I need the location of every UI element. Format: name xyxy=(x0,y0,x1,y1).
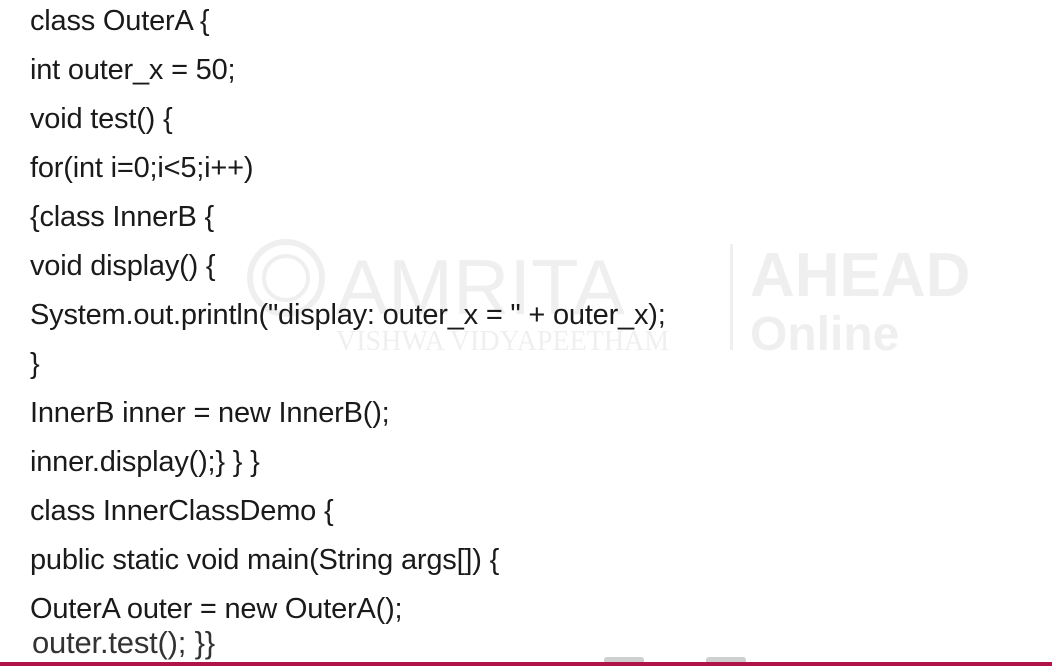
bottom-tab-marker xyxy=(604,657,644,662)
bottom-tab-marker xyxy=(706,657,746,662)
code-line: outer.test(); }} xyxy=(32,625,215,660)
code-line: void test() { xyxy=(30,103,173,135)
watermark-online: Online xyxy=(750,308,899,361)
watermark-ahead: AHEAD xyxy=(750,241,970,310)
code-line: InnerB inner = new InnerB(); xyxy=(30,397,390,429)
watermark-divider xyxy=(730,244,733,350)
code-line: OuterA outer = new OuterA(); xyxy=(30,593,403,625)
code-line: int outer_x = 50; xyxy=(30,54,236,86)
code-line: {class InnerB { xyxy=(30,201,214,233)
bottom-accent-bar xyxy=(0,662,1052,666)
code-line: System.out.println("display: outer_x = "… xyxy=(30,299,666,331)
code-line: class OuterA { xyxy=(30,5,210,37)
code-line: public static void main(String args[]) { xyxy=(30,544,500,576)
code-line: class InnerClassDemo { xyxy=(30,495,334,527)
code-line: void display() { xyxy=(30,250,216,282)
code-line: for(int i=0;i<5;i++) xyxy=(30,152,254,184)
code-line: inner.display();} } } xyxy=(30,446,260,478)
code-line: } xyxy=(30,348,40,380)
